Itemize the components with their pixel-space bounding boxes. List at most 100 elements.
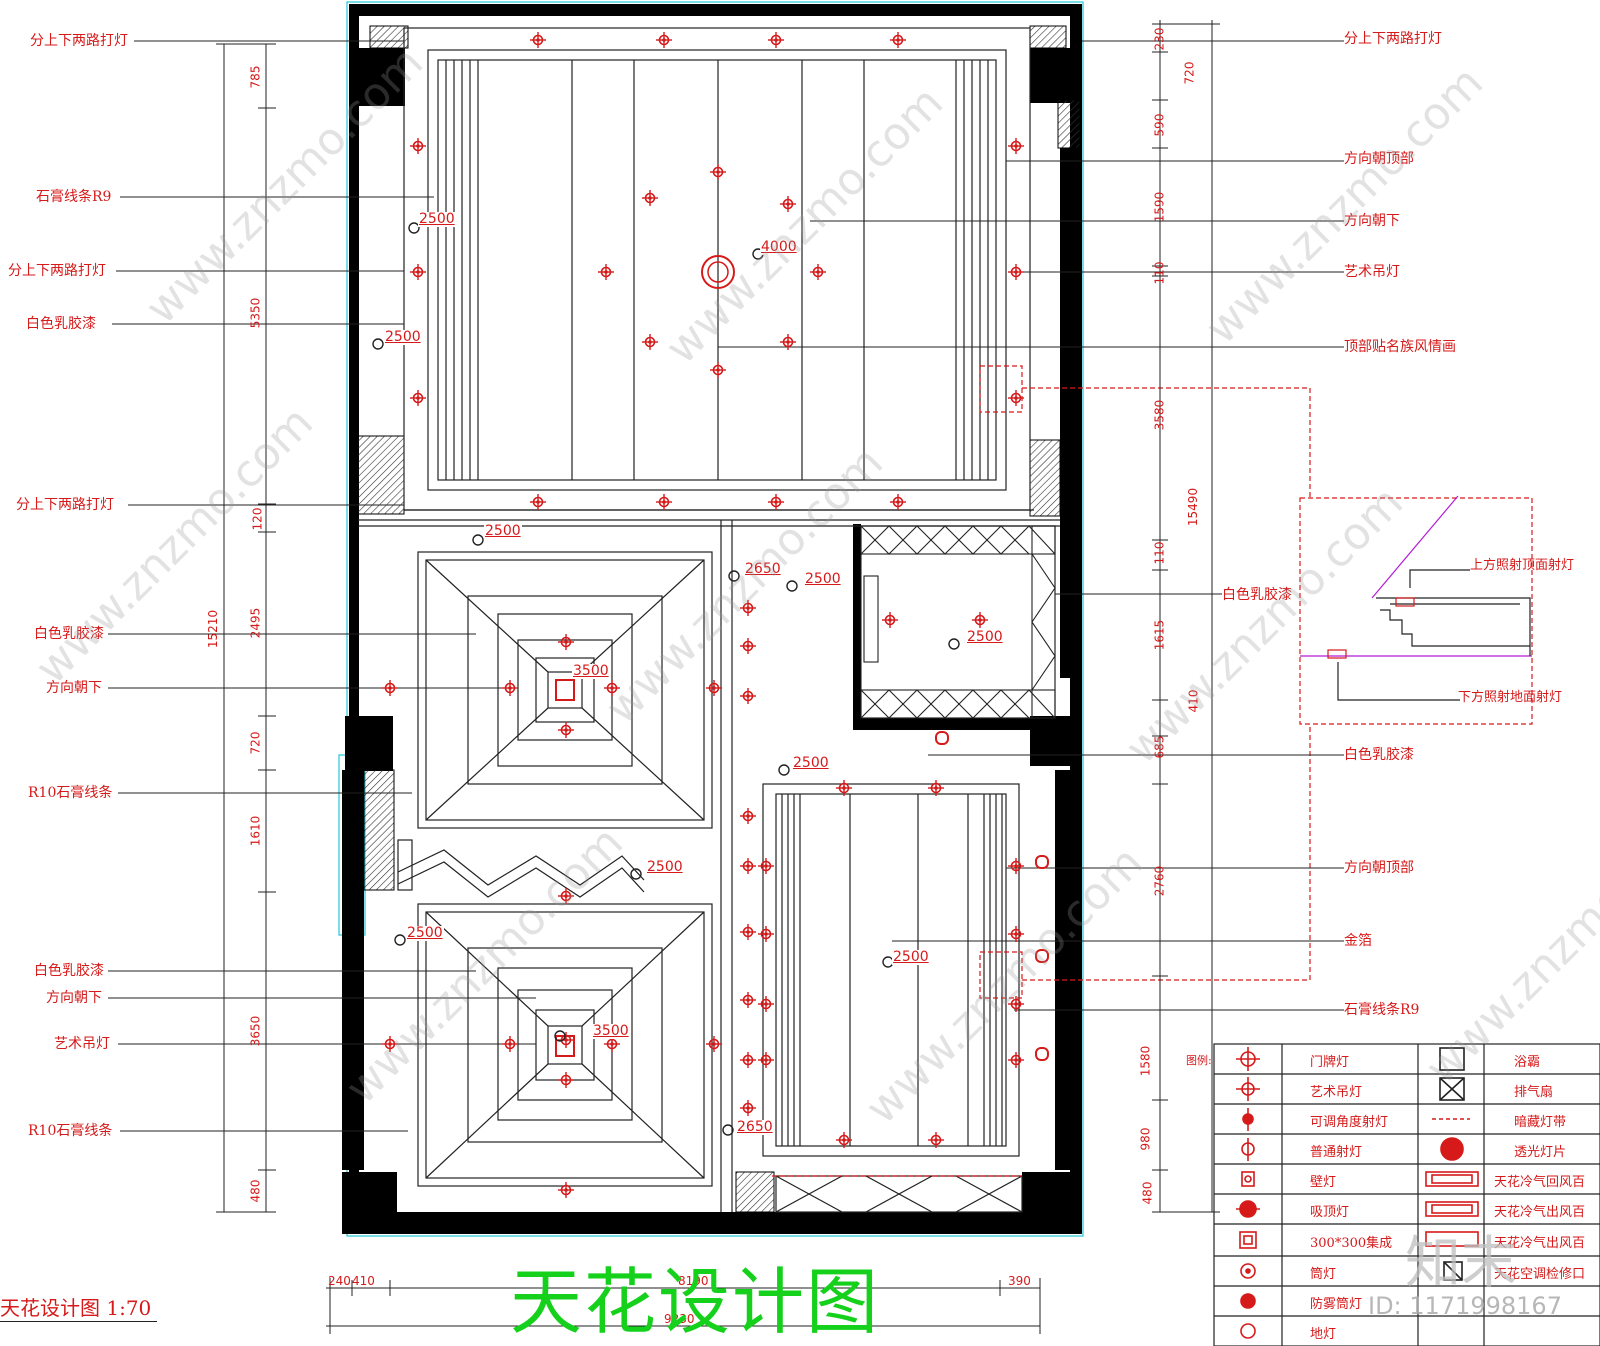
wall-lamp-icon: [1035, 855, 1049, 869]
level-label: 2500: [418, 211, 456, 227]
dim-right-1590: 1590: [1152, 191, 1167, 223]
drawing-title: 天花设计图: [510, 1260, 881, 1344]
ceiling-spotlight-icon: [502, 1036, 518, 1052]
left-label-8: R10石膏线条: [28, 785, 113, 801]
dim-bottom-8190: 8190: [678, 1274, 709, 1288]
ceiling-spotlight-icon: [740, 992, 756, 1008]
right-label-1: 分上下两路打灯: [1344, 31, 1442, 47]
dim-left-2495: 2495: [248, 607, 263, 639]
ceiling-spotlight-icon: [758, 996, 774, 1012]
right-label-3: 方向朝下: [1344, 213, 1400, 229]
dim-left-3650: 3650: [248, 1015, 263, 1047]
right-label-2: 方向朝顶部: [1344, 151, 1414, 167]
ceiling-spotlight-icon: [382, 680, 398, 696]
level-label: 2500: [804, 571, 842, 587]
ceiling-spotlight-icon: [1008, 390, 1024, 406]
legend-table: [1213, 1043, 1600, 1346]
dim-right-15490: 15490: [1186, 487, 1201, 527]
legend-item: 天花空调检修口: [1494, 1267, 1586, 1282]
ceiling-spotlight-icon: [382, 1036, 398, 1052]
legend-header: 图例:: [1186, 1054, 1212, 1067]
ceiling-spotlight-icon: [710, 164, 726, 180]
dim-right-3580: 3580: [1152, 399, 1167, 431]
dim-right-410: 410: [1186, 689, 1201, 713]
downlight-icon: [630, 868, 642, 880]
wall-lamp-icon: [935, 731, 949, 745]
ceiling-spotlight-icon: [740, 600, 756, 616]
dim-right-685: 685: [1152, 735, 1167, 759]
right-dims: [1152, 20, 1220, 1213]
ceiling-spotlight-icon: [836, 1132, 852, 1148]
left-label-10: 方向朝下: [46, 990, 102, 1006]
wall-lamp-icon: [1035, 1047, 1049, 1061]
legend-item: 壁灯: [1310, 1175, 1337, 1190]
ceiling-spotlight-icon: [740, 688, 756, 704]
ceiling-spotlight-icon: [656, 32, 672, 48]
downlight-icon: [778, 764, 790, 776]
downlight-icon: [472, 534, 484, 546]
level-label: 2500: [484, 523, 522, 539]
ceiling-spotlight-icon: [1008, 264, 1024, 280]
ceiling-spotlight-icon: [1008, 1052, 1024, 1068]
ceiling-spotlight-icon: [1008, 996, 1024, 1012]
ceiling-spotlight-icon: [656, 494, 672, 510]
ceiling-spotlight-icon: [780, 334, 796, 350]
dim-right-2760: 2760: [1152, 865, 1167, 897]
ceiling-spotlight-icon: [410, 390, 426, 406]
detail-label-up: 上方照射顶面射灯: [1470, 558, 1575, 573]
ceiling-spotlight-icon: [1008, 138, 1024, 154]
dim-right-720: 720: [1182, 61, 1197, 85]
legend-item: 地灯: [1310, 1327, 1337, 1342]
ceiling-spotlight-icon: [740, 1052, 756, 1068]
ceiling-spotlight-icon: [928, 1132, 944, 1148]
downlight-icon: [722, 1124, 734, 1136]
level-label: 2650: [736, 1119, 774, 1135]
ceiling-spotlight-icon: [410, 138, 426, 154]
image-id: ID: 1171998167: [1368, 1292, 1562, 1320]
legend-item: 筒灯: [1310, 1267, 1337, 1282]
dim-left-785: 785: [248, 65, 263, 89]
legend-item: 天花冷气出风百: [1494, 1205, 1586, 1220]
dim-right-980: 980: [1138, 1127, 1153, 1151]
left-label-12: R10石膏线条: [28, 1123, 113, 1139]
dim-right-1580: 1580: [1138, 1045, 1153, 1077]
left-label-2: 石膏线条R9: [36, 189, 112, 205]
legend-item: 透光灯片: [1514, 1145, 1567, 1160]
legend-item: 可调角度射灯: [1310, 1115, 1389, 1130]
left-label-4: 白色乳胶漆: [26, 316, 96, 332]
ceiling-spotlight-icon: [558, 1032, 574, 1048]
left-label-7: 方向朝下: [46, 680, 102, 696]
ceiling-spotlight-icon: [558, 1182, 574, 1198]
bottom-dims: [326, 1278, 1041, 1334]
ceiling-spotlight-icon: [810, 264, 826, 280]
ceiling-spotlight-icon: [890, 32, 906, 48]
level-label: 2500: [892, 949, 930, 965]
ceiling-spotlight-icon: [558, 888, 574, 904]
dim-bottom-410: 410: [352, 1274, 375, 1288]
ceiling-spotlight-icon: [740, 808, 756, 824]
level-label: 2500: [406, 925, 444, 941]
ceiling-spotlight-icon: [740, 924, 756, 940]
ceiling-spotlight-icon: [740, 638, 756, 654]
ceiling-spotlight-icon: [972, 612, 988, 628]
right-label-7: 白色乳胶漆: [1344, 747, 1414, 763]
downlight-icon: [948, 638, 960, 650]
callout-dashes: [772, 365, 1533, 1177]
right-label-6: 白色乳胶漆: [1222, 587, 1292, 603]
left-label-9: 白色乳胶漆: [34, 963, 104, 979]
bottom-right-room: [762, 783, 1023, 1213]
downlight-icon: [372, 338, 384, 350]
level-label: 2500: [966, 629, 1004, 645]
ceiling-spotlight-icon: [740, 1100, 756, 1116]
downlight-icon: [408, 222, 420, 234]
dim-bottom-9230: 9230: [664, 1312, 695, 1326]
ceiling-spotlight-icon: [710, 362, 726, 378]
legend-item: 门牌灯: [1310, 1055, 1350, 1070]
legend-item: 吸顶灯: [1310, 1205, 1350, 1220]
walls: [342, 4, 1082, 1234]
ceiling-spotlight-icon: [1008, 858, 1024, 874]
level-label: 2500: [792, 755, 830, 771]
ceiling-spotlight-icon: [1008, 926, 1024, 942]
ceiling-spotlight-icon: [768, 32, 784, 48]
ceiling-spotlight-icon: [530, 32, 546, 48]
